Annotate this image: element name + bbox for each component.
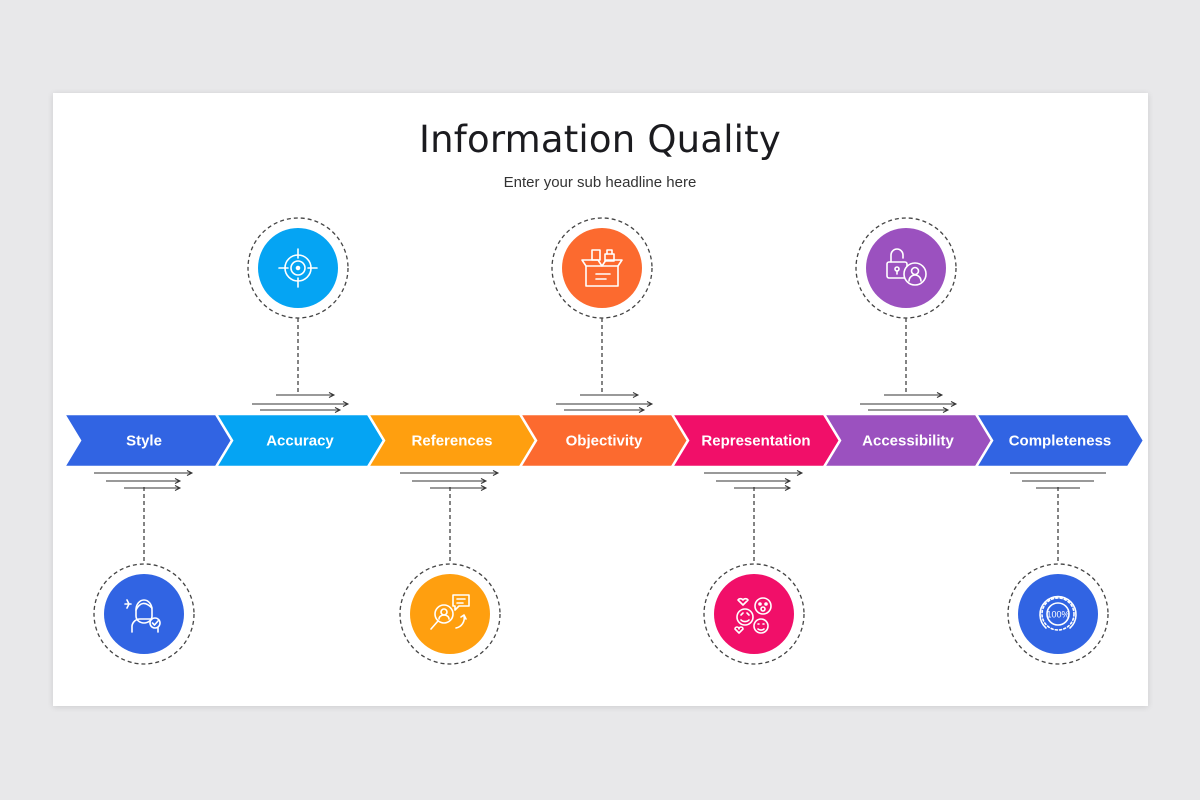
step-representation: Representation <box>669 412 842 665</box>
percent-100-icon: 100% <box>1039 595 1077 631</box>
arrow-line <box>556 401 654 407</box>
magnifier-chat-icon <box>430 594 470 630</box>
arrow-line <box>252 401 350 407</box>
flat-lines <box>1010 472 1106 489</box>
step-accuracy: Accuracy <box>213 217 386 469</box>
arrow-line <box>580 392 640 398</box>
step-label: Objectivity <box>566 433 643 450</box>
arrow-line <box>716 478 792 484</box>
arrow-line <box>884 392 944 398</box>
arrow-line <box>276 392 336 398</box>
slide-canvas <box>53 93 1148 706</box>
step-completeness: Completeness 100% <box>973 412 1146 665</box>
step-label: Completeness <box>1009 433 1112 450</box>
arrow-line <box>860 401 958 407</box>
step-label: Style <box>126 433 162 450</box>
icon-badge <box>410 574 490 654</box>
arrow-line <box>412 478 488 484</box>
step-references: References <box>365 412 538 665</box>
chevron-completeness <box>973 412 1146 469</box>
icon-badge <box>104 574 184 654</box>
icon-badge <box>1018 574 1098 654</box>
crosshair-target-icon <box>278 248 318 288</box>
person-check-icon <box>124 599 161 633</box>
arrow-line <box>400 470 500 476</box>
arrow-line <box>260 407 342 413</box>
step-label: References <box>412 433 493 450</box>
arrow-line <box>564 407 646 413</box>
step-objectivity: Objectivity <box>517 217 690 469</box>
arrow-line <box>124 485 182 491</box>
page-subtitle: Enter your sub headline here <box>503 174 697 191</box>
step-label: Representation <box>701 433 810 450</box>
icon-badge <box>562 228 642 308</box>
step-label: Accuracy <box>266 433 334 450</box>
step-style: Style <box>61 412 234 665</box>
arrow-line <box>704 470 804 476</box>
icon-badge <box>714 574 794 654</box>
open-box-icon <box>581 249 623 287</box>
arrow-line <box>430 485 488 491</box>
step-label: Accessibility <box>862 433 954 450</box>
percent-100-label: 100% <box>1046 610 1069 620</box>
unlock-user-icon <box>886 248 927 286</box>
arrow-line <box>734 485 792 491</box>
page-title: Information Quality <box>419 118 781 161</box>
emoji-faces-icon <box>734 597 772 634</box>
arrow-line <box>94 470 194 476</box>
step-accessibility: Accessibility <box>821 217 994 469</box>
arrow-line <box>868 407 950 413</box>
arrow-line <box>106 478 182 484</box>
